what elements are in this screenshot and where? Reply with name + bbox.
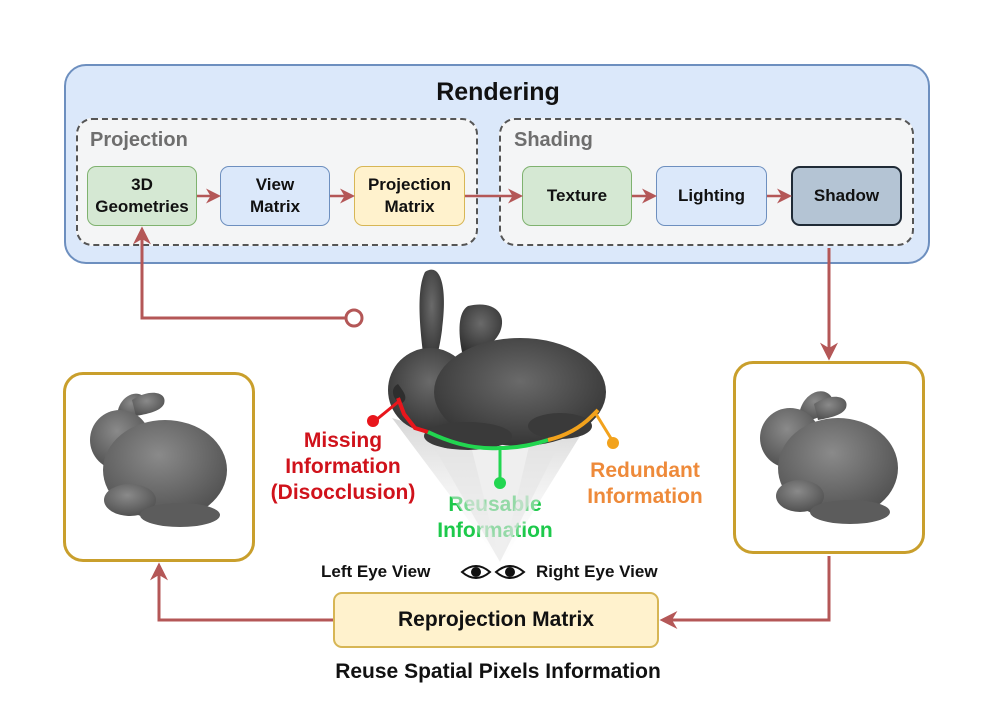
missing-info-label: Missing Information (Disocclusion) bbox=[258, 428, 428, 506]
shadow-box: Shadow bbox=[791, 166, 902, 226]
geometries-box: 3D Geometries bbox=[87, 166, 197, 226]
missing-leader bbox=[375, 400, 399, 422]
left-eye-icon bbox=[460, 565, 492, 579]
redundant-line2: Information bbox=[587, 485, 703, 508]
view-matrix-line2: Matrix bbox=[249, 197, 301, 216]
missing-line3: (Disocclusion) bbox=[270, 481, 416, 504]
left-bunny bbox=[90, 392, 227, 527]
right-eye-label: Right Eye View bbox=[536, 562, 658, 581]
redundant-boundary bbox=[547, 408, 600, 442]
feedback-origin-circle bbox=[344, 308, 364, 328]
rendering-title: Rendering bbox=[436, 78, 560, 106]
view-matrix-box: View Matrix bbox=[220, 166, 330, 226]
redundant-line1: Redundant bbox=[590, 459, 700, 482]
redundant-leader-dot bbox=[607, 437, 619, 449]
lighting-box: Lighting bbox=[656, 166, 767, 226]
caption: Reuse Spatial Pixels Information bbox=[335, 660, 661, 683]
right-bunny bbox=[760, 391, 898, 524]
redundant-leader bbox=[594, 413, 614, 441]
missing-leader-dot bbox=[367, 415, 379, 427]
shading-title: Shading bbox=[514, 129, 593, 151]
projection-matrix-box: Projection Matrix bbox=[354, 166, 465, 226]
view-matrix-line1: View bbox=[255, 175, 295, 194]
geometries-line1: 3D bbox=[131, 175, 153, 194]
texture-box: Texture bbox=[522, 166, 632, 226]
view-frustum-center bbox=[430, 440, 560, 562]
reprojection-matrix-box: Reprojection Matrix bbox=[333, 592, 659, 648]
missing-boundary bbox=[396, 397, 429, 434]
arrow-feedback-loop bbox=[133, 226, 345, 320]
geometries-line2: Geometries bbox=[95, 197, 189, 216]
reusable-leader-dot bbox=[494, 477, 506, 489]
projection-matrix-line2: Matrix bbox=[384, 197, 435, 216]
projection-title: Projection bbox=[90, 129, 188, 151]
missing-line1: Missing bbox=[303, 429, 383, 452]
left-eye-label: Left Eye View bbox=[321, 562, 431, 581]
arrow-right-frame-to-reprojection bbox=[659, 556, 831, 629]
view-frustum-right bbox=[502, 420, 590, 562]
projection-matrix-line1: Projection bbox=[367, 175, 452, 194]
redundant-info-label: Redundant Information bbox=[570, 458, 720, 510]
right-eye-icon bbox=[494, 565, 526, 579]
arrow-reprojection-to-left-frame bbox=[150, 562, 333, 622]
center-bunny bbox=[388, 269, 606, 450]
missing-line2: Information bbox=[285, 455, 401, 478]
